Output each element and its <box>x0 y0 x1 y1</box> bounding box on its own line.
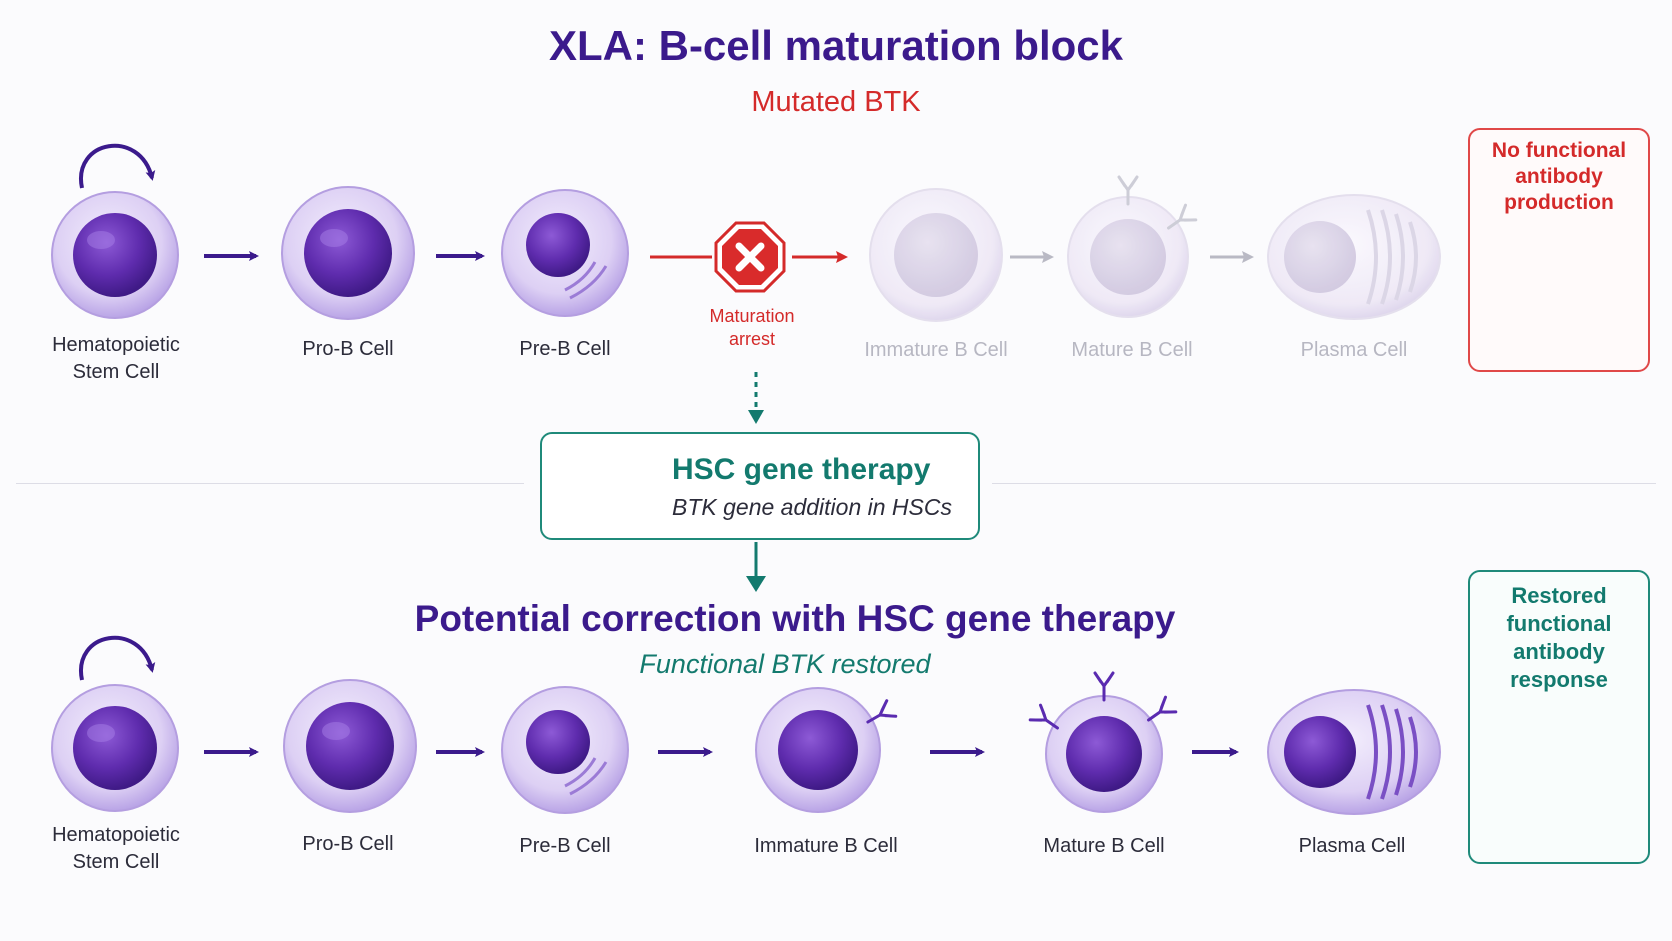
section-divider-left <box>16 483 524 484</box>
self-renewal-arrow-icon <box>79 635 156 681</box>
section-divider-right <box>992 483 1656 484</box>
hsc-label-bottom: Hematopoietic Stem Cell <box>52 824 180 873</box>
immature-b-label-bottom: Immature B Cell <box>754 835 898 857</box>
maturation-arrest-label: Maturation arrest <box>709 306 795 349</box>
restored-antibody-text: Restored functional antibody response <box>1506 583 1612 692</box>
plasma-label-bottom: Plasma Cell <box>1298 835 1406 857</box>
immature-b-cell-top <box>869 188 1003 322</box>
stop-sign-x-icon <box>714 221 786 293</box>
self-renewal-arrow-icon <box>79 143 156 189</box>
plasma-label-top: Plasma Cell <box>1300 339 1408 361</box>
hsc-cell-top <box>51 191 179 319</box>
restored-antibody-box <box>1468 570 1650 864</box>
no-antibody-text: No functional antibody production <box>1491 139 1627 214</box>
pro-b-cell-bottom <box>283 679 417 813</box>
therapy-subtitle: BTK gene addition in HSCs <box>672 494 952 520</box>
correction-title: Potential correction with HSC gene thera… <box>414 598 1176 639</box>
no-antibody-box <box>1468 128 1650 372</box>
plasma-cell-bottom <box>1267 689 1441 815</box>
pre-b-cell-top <box>501 189 629 317</box>
pro-b-label-bottom: Pro-B Cell <box>302 833 394 855</box>
mature-b-cell-bottom <box>1028 671 1178 813</box>
diagram-subtitle: Mutated BTK <box>751 86 921 118</box>
immature-b-label-top: Immature B Cell <box>864 339 1008 361</box>
pre-b-label-bottom: Pre-B Cell <box>519 835 611 857</box>
pro-b-cell-top <box>281 186 415 320</box>
pro-b-label-top: Pro-B Cell <box>302 338 394 360</box>
diagram-title: XLA: B-cell maturation block <box>548 22 1124 69</box>
pre-b-cell-bottom <box>501 686 629 814</box>
pre-b-label-top: Pre-B Cell <box>519 338 611 360</box>
mature-b-label-top: Mature B Cell <box>1071 339 1193 361</box>
hsc-cell-bottom <box>51 684 179 812</box>
correction-subtitle: Functional BTK restored <box>639 649 931 679</box>
hsc-gene-therapy-box <box>540 432 980 540</box>
plasma-cell-top <box>1267 194 1441 320</box>
immature-b-cell-bottom <box>755 687 898 813</box>
therapy-title: HSC gene therapy <box>672 453 931 486</box>
hsc-label-top: Hematopoietic Stem Cell <box>52 334 180 383</box>
mature-b-cell-top <box>1067 175 1198 318</box>
mature-b-label-bottom: Mature B Cell <box>1043 835 1165 857</box>
